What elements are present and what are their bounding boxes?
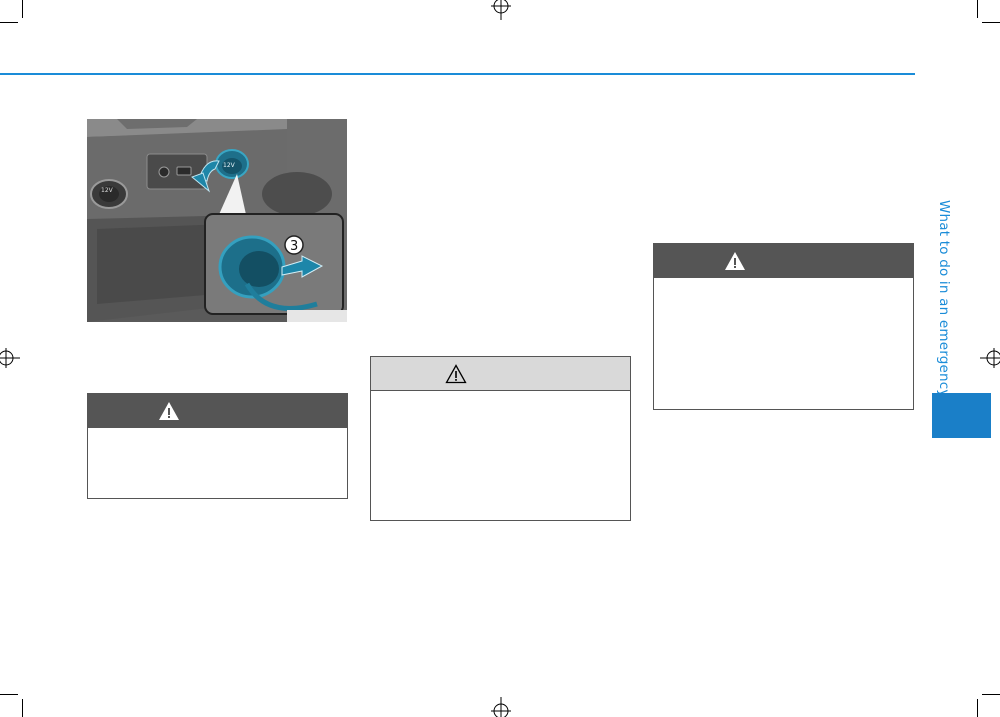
registration-mark-right: [980, 348, 1000, 368]
crop-mark-top-right-horizontal: [982, 22, 1000, 23]
crop-mark-top-left-vertical: [22, 0, 23, 18]
power-outlet-illustration: 12V 12V 3: [87, 119, 347, 322]
chapter-side-tab-label: What to do in an emergency: [936, 200, 952, 398]
callout-3-label: 3: [290, 239, 298, 254]
crop-mark-top-left-horizontal: [0, 22, 18, 23]
upper-outlet-label: 12V: [223, 162, 236, 169]
warning-box-3: [653, 243, 914, 410]
left-outlet-label: 12V: [101, 187, 114, 194]
power-outlet-drawing: 12V 12V 3: [87, 119, 347, 322]
warning-triangle-icon: [159, 402, 179, 420]
chapter-side-tab-block: [932, 393, 991, 438]
warning-box-2: [370, 356, 631, 521]
crop-mark-bottom-left-vertical: [22, 699, 23, 717]
figure-code: [287, 310, 347, 322]
warning-box-2-header: [371, 357, 630, 391]
crop-mark-bottom-right-horizontal: [982, 694, 1000, 695]
header-rule: [0, 73, 915, 75]
crop-mark-bottom-left-horizontal: [0, 694, 18, 695]
warning-box-1: [87, 393, 348, 499]
warning-box-1-header: [88, 394, 347, 428]
chapter-side-tab: What to do in an emergency: [930, 200, 954, 398]
registration-mark-left: [0, 348, 20, 368]
crop-mark-bottom-right-vertical: [977, 699, 978, 717]
crop-mark-top-right-vertical: [977, 0, 978, 18]
warning-triangle-icon: [725, 252, 745, 270]
warning-box-3-header: [654, 244, 913, 278]
registration-mark-bottom: [491, 697, 511, 717]
registration-mark-top: [491, 0, 511, 20]
warning-triangle-outline-icon: [445, 364, 467, 384]
callout-3-marker: [284, 235, 304, 255]
